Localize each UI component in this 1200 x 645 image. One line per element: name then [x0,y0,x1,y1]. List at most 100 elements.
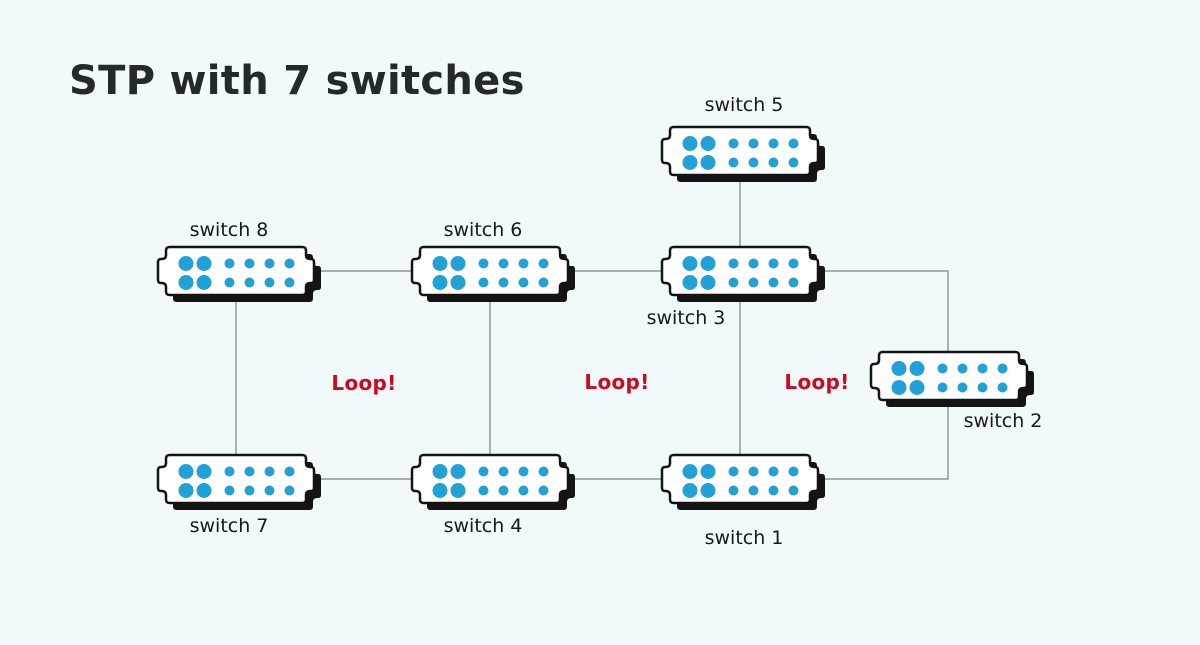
port-dot [196,275,212,290]
port-dot [728,485,739,496]
port-dot [700,155,716,170]
port-dot [432,483,448,498]
port-dot [224,466,235,477]
port-dot [264,277,275,288]
port-dot [748,466,759,477]
port-dot [682,464,698,479]
port-dot [788,258,799,269]
port-dot [768,277,779,288]
port-dot [728,138,739,149]
port-dot [450,256,466,271]
port-dot [518,277,529,288]
port-dot [748,485,759,496]
port-dot [937,363,948,374]
switch-node-switch-2 [869,350,1039,412]
port-dot [700,464,716,479]
port-dot [264,258,275,269]
port-dot [498,485,509,496]
switch-node-switch-5 [660,125,830,187]
network-switch-icon [156,453,321,510]
switch-label-switch-3: switch 3 [646,307,726,329]
port-dot [748,138,759,149]
port-dot [728,258,739,269]
port-dot [768,466,779,477]
port-dot [997,382,1008,393]
port-dot [682,136,698,151]
port-dot [178,275,194,290]
switch-label-switch-8: switch 8 [189,219,269,241]
switch-label-switch-6: switch 6 [443,219,523,241]
port-dot [957,363,968,374]
port-dot [498,466,509,477]
loop-warning-label: Loop! [331,371,397,395]
port-dot [538,258,549,269]
port-dot [478,485,489,496]
page-title: STP with 7 switches [69,58,525,104]
switch-node-switch-1 [660,453,830,515]
port-dot [518,466,529,477]
port-dot [788,466,799,477]
switch-node-switch-3 [660,245,830,307]
port-dot [728,157,739,168]
switch-node-switch-6 [410,245,580,307]
port-dot [909,380,925,395]
port-dot [909,361,925,376]
port-dot [977,363,988,374]
port-dot [450,483,466,498]
network-switch-icon [660,125,825,182]
port-dot [538,466,549,477]
port-dot [748,258,759,269]
port-dot [478,258,489,269]
network-switch-icon [660,453,825,510]
network-switch-icon [660,245,825,302]
port-dot [196,483,212,498]
port-dot [284,258,295,269]
loop-warning-label: Loop! [784,370,850,394]
port-dot [478,277,489,288]
switch-label-switch-1: switch 1 [704,527,784,549]
port-dot [178,464,194,479]
port-dot [788,157,799,168]
port-dot [768,485,779,496]
switch-label-switch-5: switch 5 [704,94,784,116]
port-dot [450,275,466,290]
switch-node-switch-4 [410,453,580,515]
port-dot [244,466,255,477]
port-dot [264,466,275,477]
port-dot [682,275,698,290]
port-dot [788,138,799,149]
port-dot [284,466,295,477]
port-dot [700,136,716,151]
port-dot [768,258,779,269]
port-dot [768,138,779,149]
port-dot [264,485,275,496]
port-dot [788,485,799,496]
port-dot [244,277,255,288]
port-dot [682,483,698,498]
port-dot [700,256,716,271]
port-dot [518,258,529,269]
port-dot [788,277,799,288]
port-dot [432,275,448,290]
port-dot [728,277,739,288]
port-dot [957,382,968,393]
port-dot [682,256,698,271]
port-dot [538,485,549,496]
port-dot [518,485,529,496]
switch-node-switch-8 [156,245,326,307]
port-dot [244,485,255,496]
port-dot [498,258,509,269]
port-dot [538,277,549,288]
switch-label-switch-2: switch 2 [963,410,1043,432]
network-switch-icon [410,453,575,510]
switch-label-switch-4: switch 4 [443,515,523,537]
port-dot [498,277,509,288]
port-dot [748,157,759,168]
network-switch-icon [869,350,1034,407]
port-dot [748,277,759,288]
port-dot [728,466,739,477]
port-dot [432,256,448,271]
port-dot [997,363,1008,374]
port-dot [196,256,212,271]
